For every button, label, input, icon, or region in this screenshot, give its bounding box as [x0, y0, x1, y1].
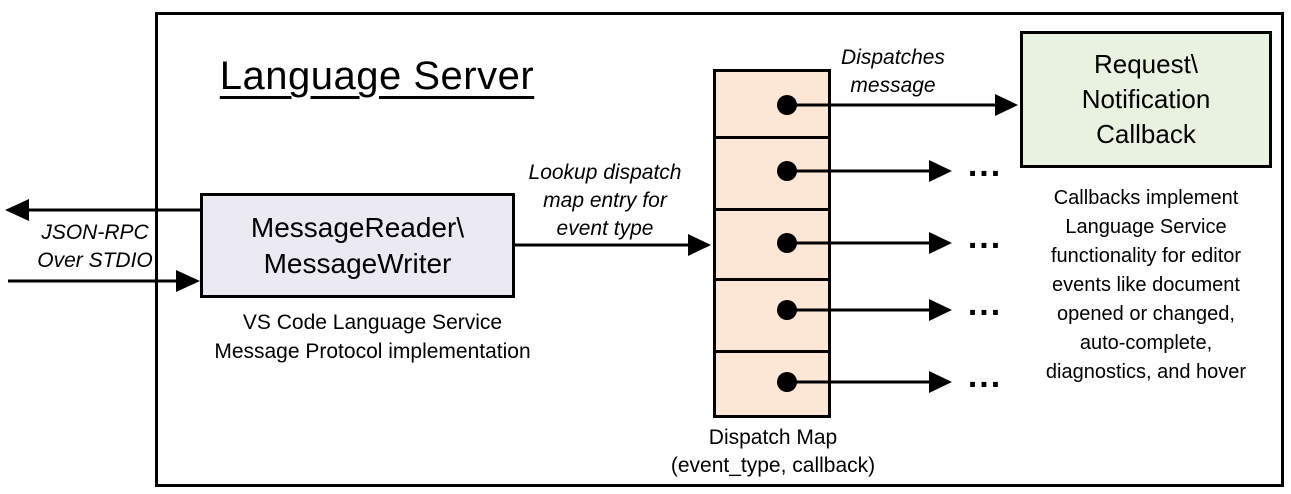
callback-label: Request\ Notification Callback — [1081, 49, 1211, 149]
callback-caption: Callbacks implement Language Service fun… — [1045, 187, 1247, 383]
dispatch-map-cell — [716, 208, 828, 278]
json-rpc-over-stdio-label: JSON-RPC Over STDIO — [37, 221, 153, 272]
callback-box: Request\ Notification Callback — [1020, 31, 1272, 168]
ellipsis-text: ... — [967, 285, 1003, 323]
dispatch-map-cell — [716, 350, 828, 415]
message-reader-caption: VS Code Language Service Message Protoco… — [214, 311, 531, 363]
message-reader-writer-box: MessageReader\ MessageWriter — [200, 193, 515, 298]
message-reader-writer-label: MessageReader\ MessageWriter — [250, 211, 465, 279]
diagram-title: Language Server — [219, 54, 535, 98]
ellipsis-text: ... — [967, 146, 1003, 184]
ellipsis-text: ... — [967, 218, 1003, 256]
dispatch-map-cell — [716, 278, 828, 350]
ellipsis-text: ... — [967, 357, 1003, 395]
dispatch-map-caption: Dispatch Map (event_type, callback) — [670, 426, 876, 477]
dispatches-message-label: Dispatches message — [841, 46, 945, 97]
lookup-dispatch-label: Lookup dispatch map entry for event type — [528, 161, 682, 240]
dispatch-map — [713, 69, 831, 418]
dispatch-map-cell — [716, 72, 828, 136]
dispatch-map-cell — [716, 136, 828, 208]
